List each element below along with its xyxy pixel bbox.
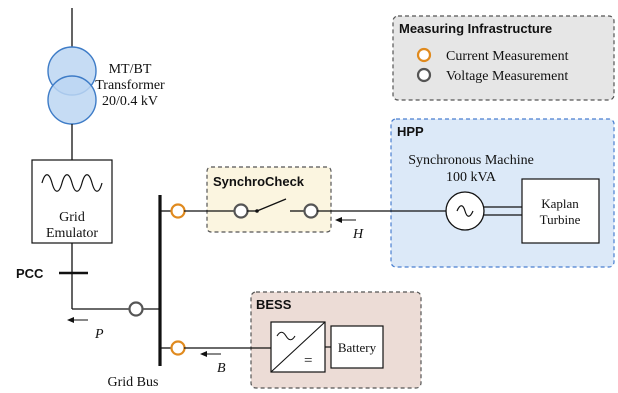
- voltage-measurement-legend-icon: [416, 67, 432, 83]
- grid-emulator: Grid Emulator: [31, 159, 113, 244]
- transformer-rating: 20/0.4 kV: [102, 94, 158, 109]
- pcc-label: PCC: [16, 266, 44, 281]
- current-measurement-legend-icon: [416, 47, 432, 63]
- grid-emulator-label: Grid: [59, 210, 85, 225]
- kaplan-turbine-box: [521, 178, 600, 244]
- legend: Measuring Infrastructure Current Measure…: [392, 15, 615, 101]
- hpp-current-measurement-icon: [170, 203, 186, 219]
- synchrocheck-voltage-right-icon: [303, 203, 319, 219]
- converter-diagonal: [270, 321, 326, 373]
- breaker-switch-icon: [256, 198, 287, 212]
- converter-dc-icon: =: [304, 353, 312, 369]
- grid-emulator-box: [31, 159, 113, 244]
- bess-title: BESS: [256, 297, 292, 312]
- transformer: MT/BT Transformer 20/0.4 kV: [47, 8, 165, 125]
- legend-item-voltage: Voltage Measurement: [446, 69, 568, 84]
- synchrocheck-block: SynchroCheck: [206, 166, 332, 233]
- bess-block: BESS = Battery: [250, 291, 422, 389]
- power-flow-h-label: H: [352, 227, 364, 242]
- grid-bus-label: Grid Bus: [108, 375, 159, 390]
- kaplan-turbine-label: Kaplan: [541, 196, 579, 211]
- hpp-title: HPP: [397, 124, 424, 139]
- synchronous-machine-label: Synchronous Machine: [408, 153, 534, 168]
- synchrocheck-title: SynchroCheck: [213, 174, 305, 189]
- synchronous-machine-rating: 100 kVA: [446, 170, 497, 185]
- transformer-winding-secondary: [47, 75, 97, 125]
- sine-wave-icon: [41, 174, 103, 192]
- hpp-block: HPP Synchronous Machine 100 kVA Kaplan T…: [390, 118, 615, 268]
- kaplan-turbine-label-2: Turbine: [540, 212, 581, 227]
- legend-title: Measuring Infrastructure: [399, 21, 552, 36]
- pcc-voltage-measurement-icon: [128, 301, 144, 317]
- power-flow-b-label: B: [217, 361, 226, 376]
- ac-wave-icon: [456, 205, 474, 217]
- transformer-name: MT/BT: [109, 62, 152, 77]
- battery-label: Battery: [338, 340, 377, 355]
- transformer-type: Transformer: [95, 78, 165, 93]
- converter-ac-icon: [276, 331, 296, 341]
- grid-emulator-label-2: Emulator: [46, 226, 98, 241]
- battery-box: [330, 325, 384, 369]
- legend-box: [392, 15, 615, 101]
- bess-current-measurement-icon: [170, 340, 186, 356]
- synchrocheck-voltage-left-icon: [233, 203, 249, 219]
- power-flow-p-label: P: [94, 327, 104, 342]
- legend-item-current: Current Measurement: [446, 49, 569, 64]
